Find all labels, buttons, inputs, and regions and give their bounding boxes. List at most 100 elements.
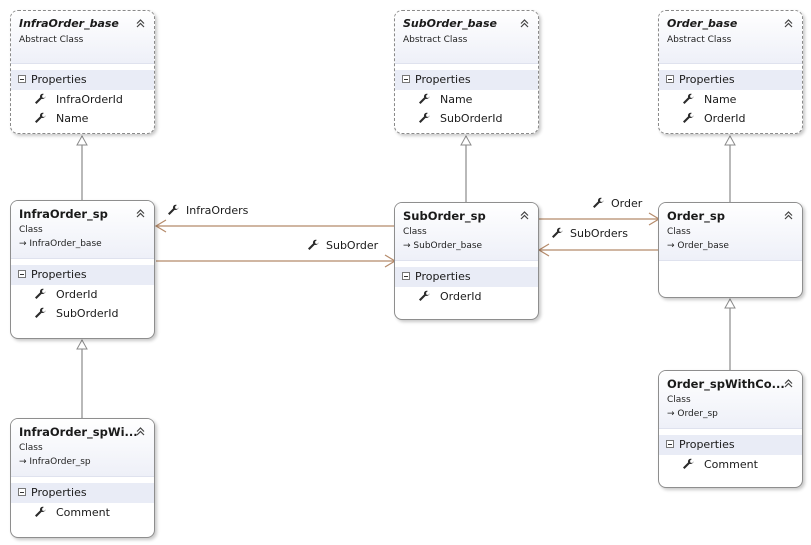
class-header: InfraOrder_spWi... Class → InfraOrder_sp (11, 419, 154, 477)
property-row[interactable]: SubOrderId (395, 109, 538, 128)
class-header: Order_base Abstract Class (659, 11, 802, 64)
class-kind: Class (403, 227, 427, 237)
property-name: Name (704, 93, 737, 106)
class-name: SubOrder_base (403, 17, 497, 30)
association-label-suborders[interactable]: SubOrders (551, 227, 628, 240)
wrench-icon (168, 204, 179, 215)
property-row[interactable]: OrderId (395, 287, 538, 306)
class-kind: Abstract Class (403, 35, 468, 45)
wrench-icon (35, 307, 46, 318)
chevron-up-icon[interactable] (783, 210, 794, 221)
minus-box-icon[interactable] (18, 488, 26, 496)
property-row[interactable]: Comment (659, 455, 802, 474)
properties-section-header[interactable]: Properties (395, 70, 538, 90)
property-row[interactable]: OrderId (11, 285, 154, 304)
chevron-up-icon[interactable] (135, 208, 146, 219)
wrench-icon (683, 458, 694, 469)
class-name: InfraOrder_sp (19, 207, 108, 221)
properties-section-header[interactable]: Properties (11, 265, 154, 285)
chevron-up-icon[interactable] (519, 18, 530, 29)
association-label-text: Order (611, 197, 643, 210)
inheritance-arrowhead (724, 297, 736, 309)
wrench-icon (308, 239, 319, 250)
properties-section-header[interactable]: Properties (11, 70, 154, 90)
minus-box-icon[interactable] (402, 75, 410, 83)
property-name: OrderId (56, 288, 98, 301)
class-kind: Abstract Class (19, 35, 84, 45)
properties-section-header[interactable]: Properties (659, 70, 802, 90)
wrench-icon (593, 197, 604, 208)
association-label-text: InfraOrders (186, 204, 249, 217)
property-name: Name (440, 93, 473, 106)
class-shape-infraorder-base[interactable]: InfraOrder_base Abstract Class Propertie… (10, 10, 155, 134)
inheritance-arrowhead (724, 134, 736, 146)
section-label: Properties (679, 438, 735, 451)
chevron-up-icon[interactable] (135, 18, 146, 29)
section-label: Properties (415, 73, 471, 86)
class-name: Order_spWithCo... (667, 377, 785, 391)
minus-box-icon[interactable] (402, 272, 410, 280)
class-header: SubOrder_sp Class → SubOrder_base (395, 203, 538, 261)
class-shape-suborder-base[interactable]: SubOrder_base Abstract Class Properties … (394, 10, 539, 134)
property-name: OrderId (704, 112, 746, 125)
class-header: InfraOrder_base Abstract Class (11, 11, 154, 64)
property-row[interactable]: Comment (11, 503, 154, 522)
class-shape-order-sp[interactable]: Order_sp Class → Order_base (658, 202, 803, 298)
chevron-up-icon[interactable] (783, 18, 794, 29)
inheritance-arrowhead (460, 134, 472, 146)
minus-box-icon[interactable] (666, 440, 674, 448)
association-label-infraorders[interactable]: InfraOrders (167, 204, 248, 217)
section-label: Properties (31, 73, 87, 86)
wrench-icon (419, 112, 430, 123)
chevron-up-icon[interactable] (519, 210, 530, 221)
property-name: InfraOrderId (56, 93, 123, 106)
property-row[interactable]: OrderId (659, 109, 802, 128)
wrench-icon (35, 112, 46, 123)
association-label-text: SubOrders (570, 227, 628, 240)
class-name: InfraOrder_spWi... (19, 425, 138, 439)
class-shape-order-spwithco[interactable]: Order_spWithCo... Class → Order_sp Prope… (658, 370, 803, 488)
minus-box-icon[interactable] (18, 270, 26, 278)
base-class-ref: → Order_sp (667, 409, 718, 419)
class-shape-suborder-sp[interactable]: SubOrder_sp Class → SubOrder_base Proper… (394, 202, 539, 320)
property-name: Comment (56, 506, 110, 519)
base-class-ref: → InfraOrder_sp (19, 457, 91, 467)
wrench-icon (552, 227, 563, 238)
class-shape-order-base[interactable]: Order_base Abstract Class Properties Nam… (658, 10, 803, 134)
wrench-icon (683, 112, 694, 123)
property-row[interactable]: SubOrderId (11, 304, 154, 323)
property-row[interactable]: InfraOrderId (11, 90, 154, 109)
property-row[interactable]: Name (659, 90, 802, 109)
association-label-suborder[interactable]: SubOrder (307, 239, 378, 252)
properties-section-header[interactable]: Properties (659, 435, 802, 455)
class-name: SubOrder_sp (403, 209, 486, 223)
section-label: Properties (679, 73, 735, 86)
minus-box-icon[interactable] (18, 75, 26, 83)
chevron-up-icon[interactable] (783, 378, 794, 389)
class-shape-infraorder-sp[interactable]: InfraOrder_sp Class → InfraOrder_base Pr… (10, 200, 155, 339)
property-row[interactable]: Name (11, 109, 154, 128)
inheritance-arrowhead (76, 338, 88, 350)
class-header: Order_sp Class → Order_base (659, 203, 802, 261)
class-kind: Class (19, 443, 43, 453)
association-arrowhead (537, 243, 550, 257)
property-name: OrderId (440, 290, 482, 303)
class-shape-infraorder-spwi[interactable]: InfraOrder_spWi... Class → InfraOrder_sp… (10, 418, 155, 538)
association-label-order[interactable]: Order (592, 197, 642, 210)
minus-box-icon[interactable] (666, 75, 674, 83)
class-kind: Class (667, 227, 691, 237)
wrench-icon (683, 93, 694, 104)
property-row[interactable]: Name (395, 90, 538, 109)
class-kind: Class (667, 395, 691, 405)
class-header: SubOrder_base Abstract Class (395, 11, 538, 64)
chevron-up-icon[interactable] (135, 426, 146, 437)
class-kind: Class (19, 225, 43, 235)
properties-section-header[interactable]: Properties (395, 267, 538, 287)
properties-section-header[interactable]: Properties (11, 483, 154, 503)
inheritance-arrowhead (76, 134, 88, 146)
association-label-text: SubOrder (326, 239, 379, 252)
wrench-icon (419, 290, 430, 301)
base-class-ref: → SubOrder_base (403, 241, 483, 251)
wrench-icon (35, 288, 46, 299)
base-class-ref: → InfraOrder_base (19, 239, 102, 249)
